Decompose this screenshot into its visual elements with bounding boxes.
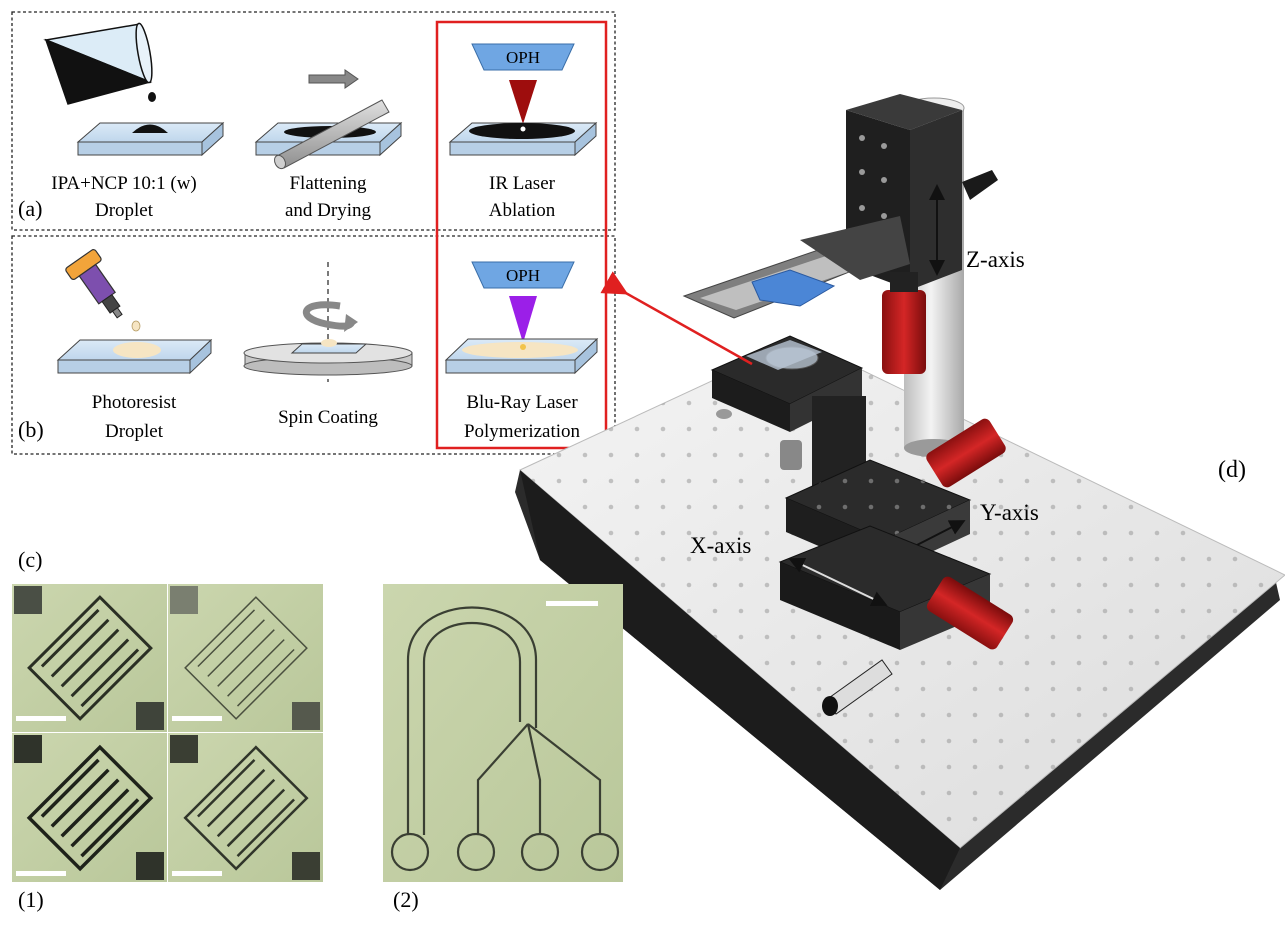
a-step3-line1: IR Laser bbox=[489, 173, 556, 194]
panel-c1-label: (1) bbox=[18, 887, 44, 912]
b-step2-line1: Spin Coating bbox=[278, 407, 378, 428]
glass-slide-b1 bbox=[56, 338, 213, 375]
roller-rod bbox=[273, 99, 390, 170]
panel-a-label: (a) bbox=[18, 196, 42, 221]
ir-ablation-illustration: OPH bbox=[448, 43, 598, 157]
sample-holder-blue bbox=[751, 269, 836, 307]
panel-a-frame bbox=[11, 11, 616, 231]
x-axis-label: X-axis bbox=[690, 533, 751, 558]
b-step1-line1: Photoresist bbox=[92, 392, 177, 413]
panel-b-label: (b) bbox=[18, 417, 44, 442]
scale-bar-4 bbox=[172, 871, 222, 876]
glass-slide-a1 bbox=[76, 121, 225, 157]
scale-bar-1 bbox=[16, 716, 66, 721]
x-axis-arrow bbox=[788, 557, 888, 607]
a-step3-line2: Ablation bbox=[489, 200, 556, 221]
panel-c2-label: (2) bbox=[393, 887, 419, 912]
b-step3-line2: Polymerization bbox=[464, 421, 581, 442]
panel-d-label: (d) bbox=[1218, 457, 1246, 483]
y-axis-label: Y-axis bbox=[980, 500, 1039, 525]
scale-bar-5 bbox=[546, 601, 598, 606]
a-step1-line1: IPA+NCP 10:1 (w) bbox=[51, 173, 197, 194]
positioning-system-render bbox=[515, 94, 1285, 890]
oph-label-a: OPH bbox=[506, 48, 540, 67]
micrograph-2 bbox=[383, 584, 623, 882]
z-axis-label: Z-axis bbox=[966, 247, 1025, 272]
x-stage-knob bbox=[822, 659, 893, 716]
scale-bar-2 bbox=[172, 716, 222, 721]
beaker-pour-illustration bbox=[43, 22, 156, 105]
x-stage-motor bbox=[926, 576, 1014, 650]
oph-label-b: OPH bbox=[506, 266, 540, 285]
b-step3-line1: Blu-Ray Laser bbox=[466, 392, 578, 413]
laser-highlight-box bbox=[435, 20, 608, 450]
red-pointer-arrow bbox=[600, 271, 753, 366]
spin-coating-illustration bbox=[243, 262, 413, 382]
dropper-illustration bbox=[65, 249, 141, 332]
a-step1-line2: Droplet bbox=[95, 200, 154, 221]
b-step1-line2: Droplet bbox=[105, 421, 164, 442]
scale-bar-3 bbox=[16, 871, 66, 876]
panel-b-frame bbox=[11, 235, 616, 455]
flattening-illustration bbox=[254, 69, 403, 170]
a-step2-line1: Flattening bbox=[289, 173, 367, 194]
panel-c-label: (c) bbox=[18, 547, 42, 572]
bluray-polymerization-illustration: OPH bbox=[444, 261, 599, 375]
micrograph-grid-1 bbox=[12, 584, 323, 882]
a-step2-line2: and Drying bbox=[285, 200, 372, 221]
y-stage-motor bbox=[926, 418, 1006, 488]
